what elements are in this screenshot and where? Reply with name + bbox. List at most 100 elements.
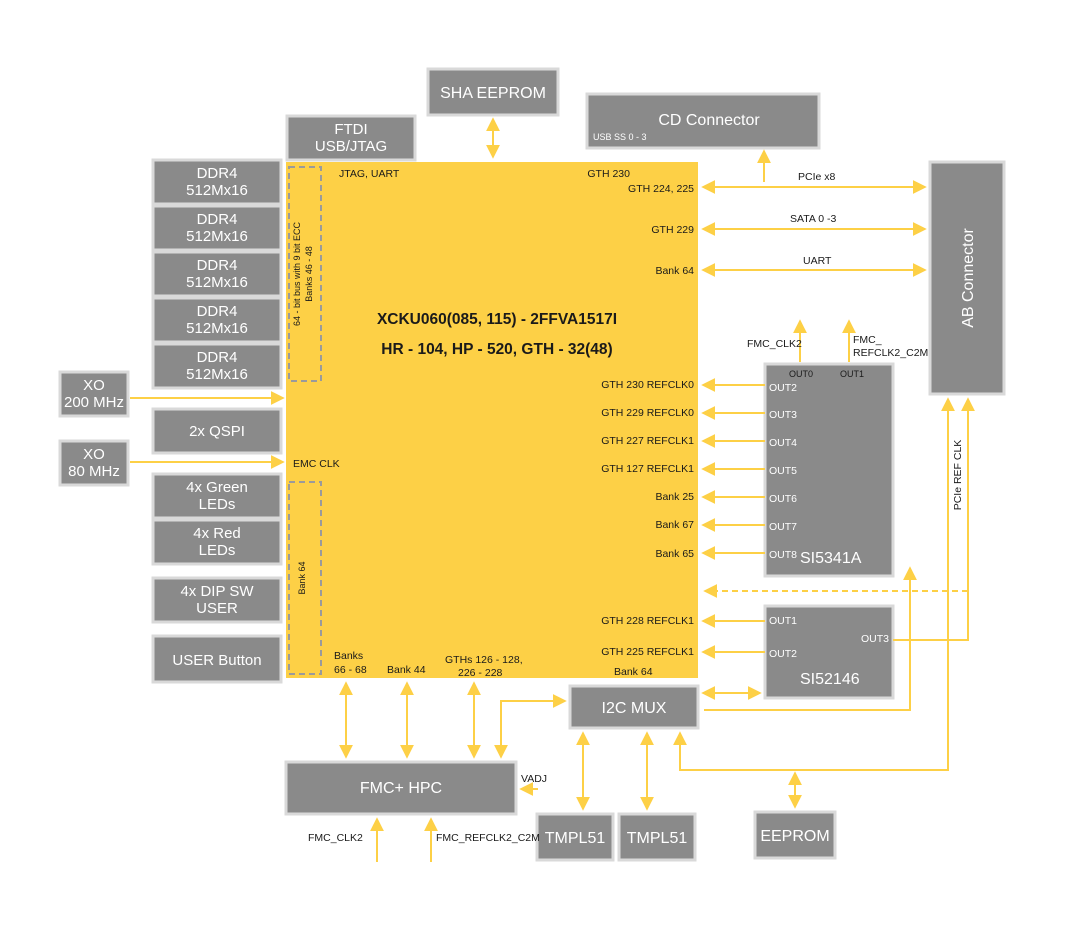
si5341-out7: OUT7: [769, 521, 797, 533]
tmpl51-block-1: [535, 812, 615, 862]
cd-connector-block: [585, 92, 821, 150]
fmc-refclk-bottom-label: FMC_REFCLK2_C2M: [436, 832, 540, 844]
ddr4-3-label-1: DDR4: [197, 257, 238, 274]
bank65-label: Bank 65: [655, 548, 694, 560]
tmpl51-2-label: TMPL51: [627, 830, 688, 847]
gth230-label: GTH 230: [587, 168, 630, 180]
fmc-hpc-block: [284, 760, 518, 816]
cd-connector-label: CD Connector: [658, 112, 760, 129]
dip-sw-label-2: USER: [196, 600, 238, 617]
bank25-label: Bank 25: [655, 491, 694, 503]
ddr-bus-label-1: 64 - bit bus with 9 bit ECC: [292, 221, 302, 326]
ftdi-label-2: USB/JTAG: [315, 138, 387, 155]
gth229-refclk-label: GTH 229 REFCLK0: [601, 407, 694, 419]
i2c-fmc-link: [494, 694, 567, 759]
tmpl51-block-2: [617, 812, 697, 862]
qspi-block: [151, 407, 283, 455]
fpga-chip: [286, 162, 698, 678]
i2c-ab-link: [673, 397, 955, 771]
si52146-label: SI52146: [800, 671, 860, 688]
sha-eeprom-label: SHA EEPROM: [440, 85, 546, 102]
gth229-label: GTH 229: [651, 224, 694, 236]
fpga-title-1: XCKU060(085, 115) - 2FFVA1517I: [377, 311, 617, 328]
si5341-out6: OUT6: [769, 493, 797, 505]
fmc-hpc-label: FMC+ HPC: [360, 780, 442, 797]
banks66-label-1: Banks: [334, 650, 363, 662]
pcie-x8-label: PCIe x8: [798, 171, 836, 183]
ddr-bus-label-2: Banks 46 - 48: [304, 246, 314, 302]
sha-eeprom-block: [426, 67, 560, 117]
bank64-group: [288, 481, 322, 675]
eeprom-label: EEPROM: [760, 828, 829, 845]
ddr4-1-label-2: 512Mx16: [186, 182, 248, 199]
dip-sw-label-1: 4x DIP SW: [180, 583, 254, 600]
ddr4-4-label-2: 512Mx16: [186, 320, 248, 337]
si5341-out8: OUT8: [769, 549, 797, 561]
red-leds-label-2: LEDs: [199, 542, 236, 559]
ddr4-block-3: [151, 250, 283, 298]
bank44-label: Bank 44: [387, 664, 426, 676]
ddr4-block-5: [151, 342, 283, 390]
ftdi-label-1: FTDI: [334, 121, 367, 138]
gth228-refclk-label: GTH 228 REFCLK1: [601, 615, 694, 627]
qspi-label: 2x QSPI: [189, 423, 245, 440]
ab-connector-label: AB Connector: [960, 228, 977, 328]
red-leds-label-1: 4x Red: [193, 525, 241, 542]
xo80-label-2: 80 MHz: [68, 463, 120, 480]
ddr4-2-label-1: DDR4: [197, 211, 238, 228]
si5341-out2: OUT2: [769, 382, 797, 394]
ddr4-5-label-2: 512Mx16: [186, 366, 248, 383]
fmc-clk2-bottom-label: FMC_CLK2: [308, 832, 363, 844]
xo80-block: [58, 439, 130, 487]
ddr4-4-label-1: DDR4: [197, 303, 238, 320]
si52146-out3: OUT3: [861, 633, 889, 645]
red-leds-block: [151, 518, 283, 566]
ddr4-block-4: [151, 296, 283, 344]
tmpl51-1-label: TMPL51: [545, 830, 606, 847]
bank64-right-label: Bank 64: [655, 265, 694, 277]
fmc-clk2-top-label: FMC_CLK2: [747, 338, 802, 350]
si5341-out4: OUT4: [769, 437, 797, 449]
si5341-out5: OUT5: [769, 465, 797, 477]
xo200-label-2: 200 MHz: [64, 394, 124, 411]
xo200-label-1: XO: [83, 377, 105, 394]
green-leds-label-2: LEDs: [199, 496, 236, 513]
bank64-left-label: Bank 64: [297, 561, 307, 594]
gth225-refclk-label: GTH 225 REFCLK1: [601, 646, 694, 658]
usb-ss-label: USB SS 0 - 3: [593, 132, 647, 142]
si52146-out1: OUT1: [769, 615, 797, 627]
fmc-refclk-top-label-2: REFCLK2_C2M: [853, 347, 928, 359]
ddr4-1-label-1: DDR4: [197, 165, 238, 182]
ddr4-3-label-2: 512Mx16: [186, 274, 248, 291]
ftdi-block: [285, 114, 417, 162]
fpga-title-2: HR - 104, HP - 520, GTH - 32(48): [381, 341, 612, 358]
xo80-label-1: XO: [83, 446, 105, 463]
uart-label: UART: [803, 255, 832, 267]
gth230-refclk-label: GTH 230 REFCLK0: [601, 379, 694, 391]
ddr-bus-group: [288, 166, 322, 382]
emc-clk-label: EMC CLK: [293, 458, 340, 470]
dip-sw-block: [151, 576, 283, 624]
user-button-label: USER Button: [172, 652, 261, 669]
ddr4-5-label-1: DDR4: [197, 349, 238, 366]
gth127-refclk-label: GTH 127 REFCLK1: [601, 463, 694, 475]
ddr4-block-2: [151, 204, 283, 252]
ddr4-2-label-2: 512Mx16: [186, 228, 248, 245]
pcie-ref-clk-label: PCIe REF CLK: [952, 440, 964, 511]
bank67-label: Bank 67: [655, 519, 694, 531]
pcie-ref-clk-link: [893, 397, 975, 641]
ddr4-block-1: [151, 158, 283, 206]
user-button-block: [151, 634, 283, 684]
si5341-label: SI5341A: [800, 550, 862, 567]
si52146-out2: OUT2: [769, 648, 797, 660]
gths-label-1: GTHs 126 - 128,: [445, 654, 523, 666]
vadj-label: VADJ: [521, 773, 547, 785]
fmc-refclk-top-label-1: FMC_: [853, 334, 882, 346]
bank64-bottom-label: Bank 64: [614, 666, 653, 678]
jtag-uart-label: JTAG, UART: [339, 168, 400, 180]
gth224-label: GTH 224, 225: [628, 183, 694, 195]
si5341-out1: OUT1: [840, 369, 864, 379]
ab-connector-block: [928, 160, 1006, 396]
eeprom-block: [753, 810, 837, 860]
